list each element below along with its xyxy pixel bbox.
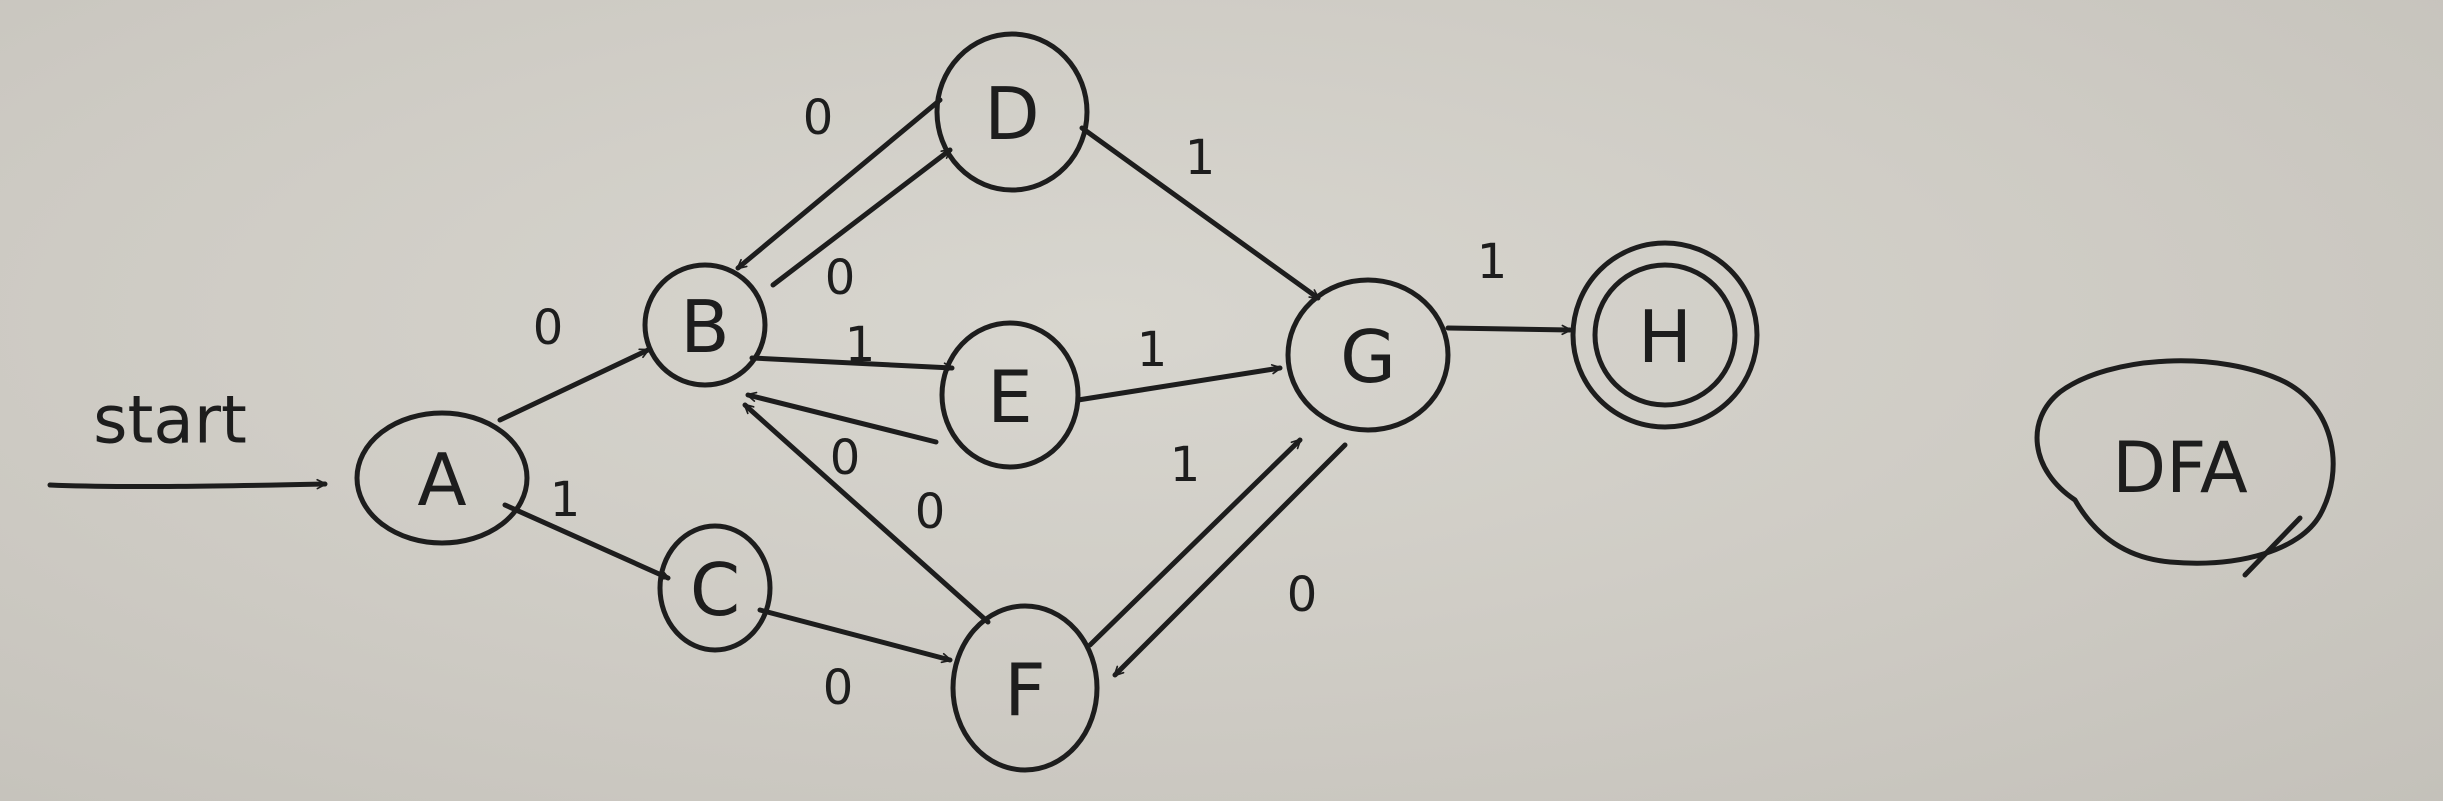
state-label-E: E — [987, 355, 1033, 439]
state-label-C: C — [690, 548, 740, 632]
state-label-B: B — [680, 285, 729, 369]
edge-G-F — [1112, 442, 1348, 678]
edge-label-G-F: 0 — [1287, 567, 1318, 623]
edge-F-B — [742, 402, 991, 625]
edge-label-A-C: 1 — [550, 472, 581, 528]
state-label-F: F — [1004, 648, 1045, 732]
edge-label-B-D: 0 — [825, 250, 856, 306]
title-circle — [2034, 358, 2336, 566]
edge-E-G — [1075, 364, 1283, 403]
edge-label-C-F: 0 — [823, 660, 854, 716]
edge-A-B — [497, 347, 651, 423]
edge-label-D-G: 1 — [1185, 130, 1216, 186]
state-D: D — [934, 31, 1090, 193]
state-A: A — [354, 410, 530, 546]
state-F: F — [950, 603, 1100, 773]
edge-D-B — [735, 97, 943, 271]
start-label: start — [93, 382, 247, 459]
diagram-title: DFA — [2034, 358, 2336, 578]
state-label-D: D — [984, 72, 1039, 156]
edge-E-B — [745, 391, 939, 445]
title-circle-tail — [2242, 515, 2303, 578]
edge-C-F — [757, 607, 953, 664]
title-text: DFA — [2112, 427, 2248, 509]
state-H: H — [1570, 240, 1760, 430]
edge-label-F-G: 1 — [1170, 437, 1201, 493]
edge-label-B-E: 1 — [845, 317, 876, 373]
state-label-H: H — [1638, 295, 1692, 379]
start-arrow — [47, 478, 328, 490]
edge-label-E-G: 1 — [1137, 322, 1168, 378]
edge-label-G-H: 1 — [1477, 234, 1508, 290]
edge-label-D-B: 0 — [803, 90, 834, 146]
edge-label-F-B: 0 — [915, 484, 946, 540]
edge-A-C — [502, 502, 671, 581]
edge-label-E-B: 0 — [830, 430, 861, 486]
edge-G-H — [1445, 324, 1573, 336]
state-label-G: G — [1340, 315, 1396, 399]
state-E: E — [939, 320, 1081, 470]
edge-F-G — [1087, 437, 1303, 648]
edge-D-G — [1079, 125, 1321, 301]
edge-B-E — [749, 355, 955, 373]
state-G: G — [1285, 277, 1451, 433]
state-label-A: A — [417, 438, 466, 522]
state-B: B — [642, 262, 768, 388]
edge-B-D — [770, 147, 953, 288]
edge-label-A-B: 0 — [533, 300, 564, 356]
state-C: C — [657, 523, 773, 653]
